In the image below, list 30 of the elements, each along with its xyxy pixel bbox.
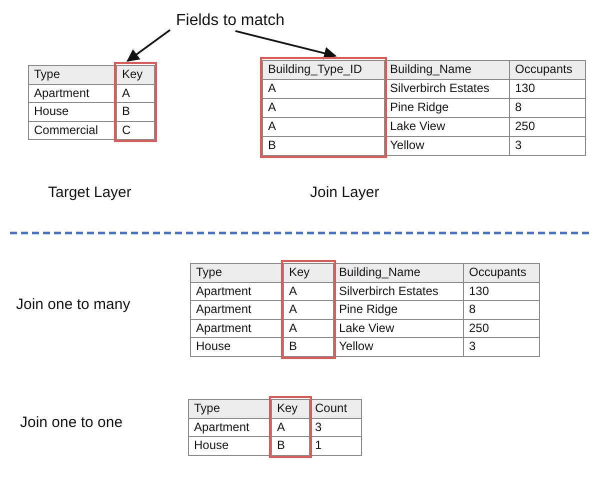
- arrow: [126, 29, 171, 62]
- header-cell: Key: [271, 399, 310, 418]
- caption-text: Target Layer: [48, 184, 132, 201]
- header-cell: Type: [190, 263, 284, 282]
- header-cell: Key: [116, 65, 155, 84]
- table-cell: 3: [509, 136, 586, 156]
- highlight-frame: [114, 62, 157, 142]
- header-cell: Building_Name: [333, 263, 464, 282]
- header-cell: Type: [188, 399, 272, 418]
- caption-text: Join one to one: [20, 414, 123, 431]
- header-cell: Building_Type_ID: [262, 60, 385, 80]
- header-cell: Key: [283, 263, 334, 282]
- table-cell: 1: [309, 436, 362, 456]
- table-cell: House: [190, 337, 284, 356]
- header-cell: Occupants: [509, 60, 586, 80]
- table-cell: House: [188, 436, 272, 456]
- table-cell: Commercial: [28, 120, 117, 140]
- table-cell: B: [262, 136, 385, 156]
- highlight-frame: [281, 260, 336, 358]
- table-cell: 3: [463, 337, 540, 356]
- header-cell: Building_Name: [384, 60, 510, 80]
- callout-text: Fields to match: [176, 12, 284, 30]
- arrow: [235, 30, 337, 60]
- caption-text: Join Layer: [310, 184, 380, 201]
- header-cell: Occupants: [463, 263, 540, 282]
- highlight-frame: [269, 396, 312, 458]
- header-cell: Count: [309, 399, 362, 418]
- header-cell: Type: [28, 65, 117, 84]
- caption-text: Join one to many: [16, 296, 130, 313]
- highlight-frame: [260, 57, 387, 158]
